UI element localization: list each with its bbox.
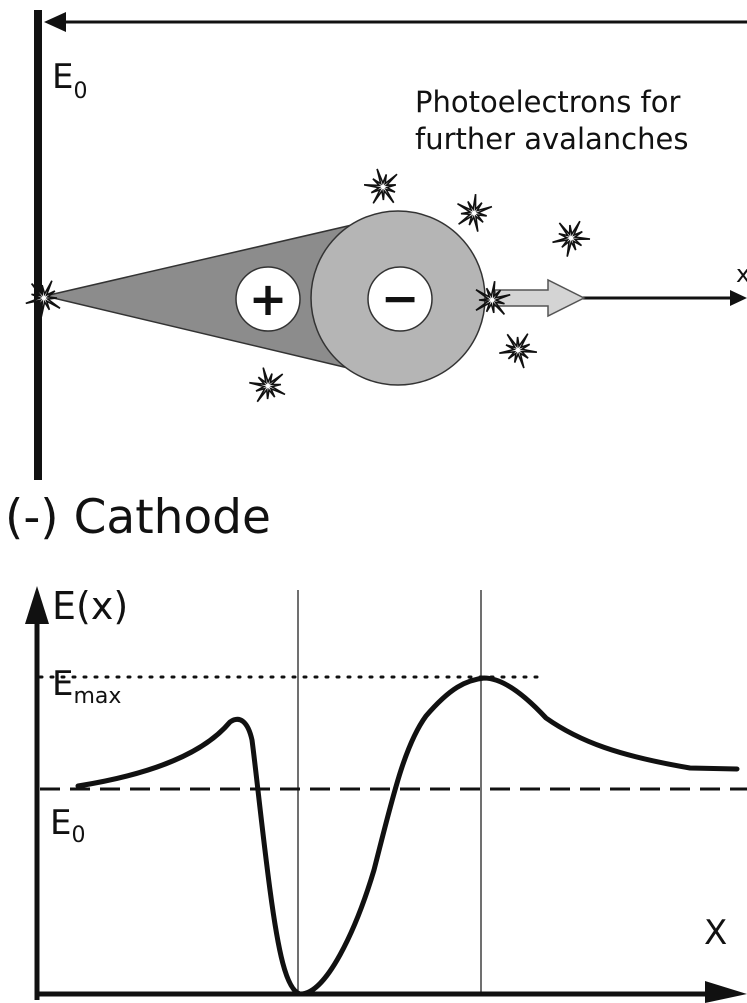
field-direction-arrow <box>44 12 747 32</box>
top-axis-label: x <box>736 260 747 288</box>
field-label-top: E0 <box>52 57 87 104</box>
cathode-plate <box>34 10 42 480</box>
y-axis <box>25 586 49 1000</box>
photon-burst-icon <box>499 334 537 368</box>
negative-charge-sign: − <box>381 271 420 325</box>
positive-charge-sign: + <box>249 272 288 326</box>
photon-burst-icon <box>26 281 60 317</box>
field-curve <box>78 678 737 994</box>
photon-burst-icon <box>364 169 397 203</box>
photoelectron-caption-line1: Photoelectrons for <box>415 85 680 119</box>
photon-burst-icon <box>458 194 492 232</box>
photoelectron-caption-line2: further avalanches <box>415 122 688 156</box>
y-axis-label: E(x) <box>52 584 128 628</box>
photon-burst-icon <box>249 368 285 402</box>
cathode-label: (-) Cathode <box>5 490 271 545</box>
drift-direction-arrow <box>495 280 584 316</box>
photon-burst-icon <box>553 221 591 256</box>
emax-label: Emax <box>52 664 121 709</box>
x-axis-label: X <box>704 913 727 953</box>
top-x-axis <box>582 290 747 306</box>
e0-label-bottom: E0 <box>50 803 85 848</box>
x-axis <box>35 981 747 1003</box>
